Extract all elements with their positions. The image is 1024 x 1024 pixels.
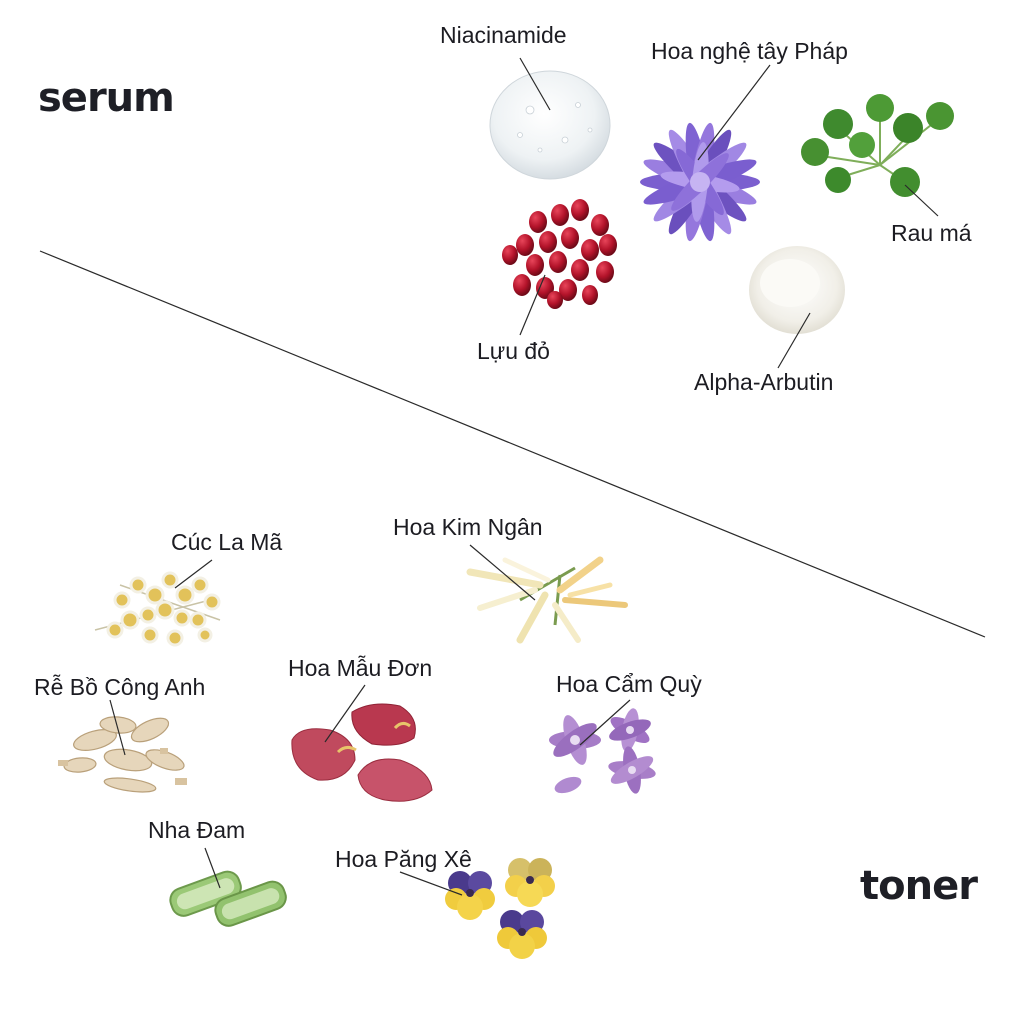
peony-label: Hoa Mẫu Đơn bbox=[288, 655, 433, 681]
pansy-label: Hoa Păng Xê bbox=[335, 846, 472, 872]
aloe-slices-image bbox=[169, 870, 287, 927]
pomegranate-label: Lựu đỏ bbox=[477, 338, 550, 364]
chamomile-flowers-image bbox=[94, 571, 221, 647]
honeysuckle-label: Hoa Kim Ngân bbox=[393, 514, 543, 540]
arbutin-label: Alpha-Arbutin bbox=[694, 369, 834, 395]
mallow-flowers-image bbox=[549, 708, 656, 794]
pansy-flowers-image bbox=[445, 858, 555, 959]
niacinamide-label: Niacinamide bbox=[440, 22, 567, 48]
centella-leaf-image bbox=[801, 94, 954, 197]
niacinamide-gel-image bbox=[489, 70, 611, 180]
arbutin-powder-image bbox=[749, 246, 845, 334]
dandelion-root-label: Rễ Bồ Công Anh bbox=[34, 674, 206, 700]
pomegranate-seeds-image bbox=[502, 199, 617, 309]
saffron-label: Hoa nghệ tây Pháp bbox=[651, 38, 848, 64]
mallow-label: Hoa Cẩm Quỳ bbox=[556, 671, 702, 697]
dandelion-root-image bbox=[58, 716, 187, 793]
chamomile-label: Cúc La Mã bbox=[171, 529, 283, 555]
toner-heading: toner bbox=[860, 863, 978, 909]
centella-label: Rau má bbox=[891, 220, 972, 246]
peony-petals-image bbox=[291, 703, 433, 802]
leader-lines bbox=[109, 57, 939, 896]
serum-heading: serum bbox=[38, 75, 175, 121]
section-divider-line bbox=[39, 250, 986, 638]
honeysuckle-flowers-image bbox=[466, 556, 628, 644]
aloe-label: Nha Đam bbox=[148, 817, 246, 843]
saffron-flower-image bbox=[640, 122, 760, 242]
